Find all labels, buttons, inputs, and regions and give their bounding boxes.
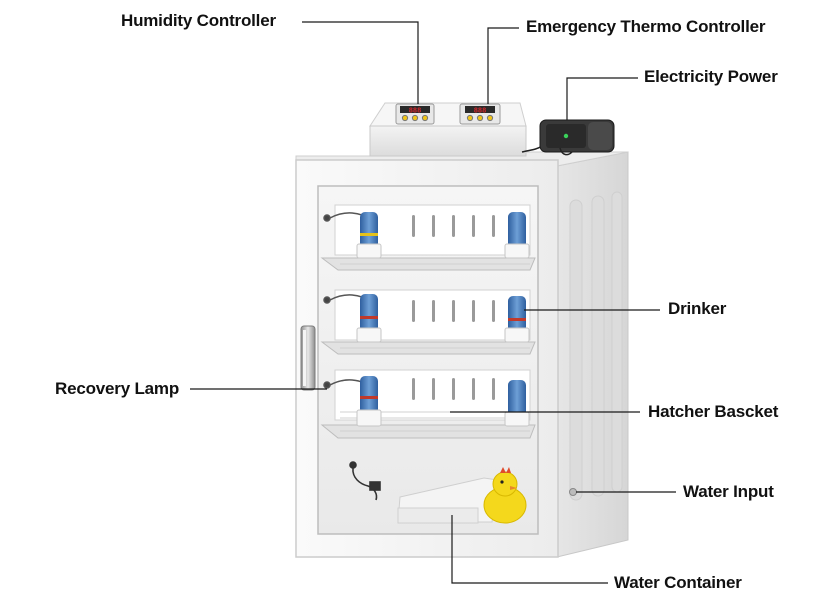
label-emergency-thermo-controller: Emergency Thermo Controller xyxy=(526,17,766,36)
label-water-container: Water Container xyxy=(614,573,742,592)
humidity-controller-panel: 888 xyxy=(395,103,435,125)
label-drinker: Drinker xyxy=(668,299,727,318)
leader-power xyxy=(566,77,638,120)
label-water-input: Water Input xyxy=(683,482,774,501)
label-hatcher-basket: Hatcher Bascket xyxy=(648,402,779,421)
label-humidity-controller: Humidity Controller xyxy=(121,11,276,30)
leader-thermo xyxy=(487,27,519,104)
drinker-mid-left xyxy=(356,294,382,343)
drinker-low-right xyxy=(504,380,530,427)
power-cord-inner xyxy=(349,461,381,501)
water-input-port xyxy=(569,488,577,496)
power-adapter-icon xyxy=(521,119,615,156)
label-electricity-power: Electricity Power xyxy=(644,67,778,86)
leader-water-container xyxy=(451,515,608,584)
drinker-top-left xyxy=(356,212,382,259)
door-handle xyxy=(300,325,316,391)
leader-humidity xyxy=(302,21,419,104)
leader-lines xyxy=(190,21,676,584)
label-recovery-lamp: Recovery Lamp xyxy=(55,379,180,398)
thermo-display: 888 xyxy=(474,108,487,116)
drinker-top-right xyxy=(504,212,530,259)
drinker-bottles xyxy=(356,212,530,427)
thermo-controller-panel: 888 xyxy=(459,103,501,125)
vent-slots xyxy=(412,215,495,400)
drinker-mid-right xyxy=(504,296,530,343)
controller-housing xyxy=(369,102,527,157)
water-container xyxy=(397,477,499,524)
humidity-display: 888 xyxy=(409,108,422,116)
drinker-low-left xyxy=(356,376,382,427)
hatcher-basket-shelves xyxy=(320,257,536,439)
chick-icon xyxy=(483,467,527,524)
cabinet-side-panel xyxy=(556,151,629,558)
